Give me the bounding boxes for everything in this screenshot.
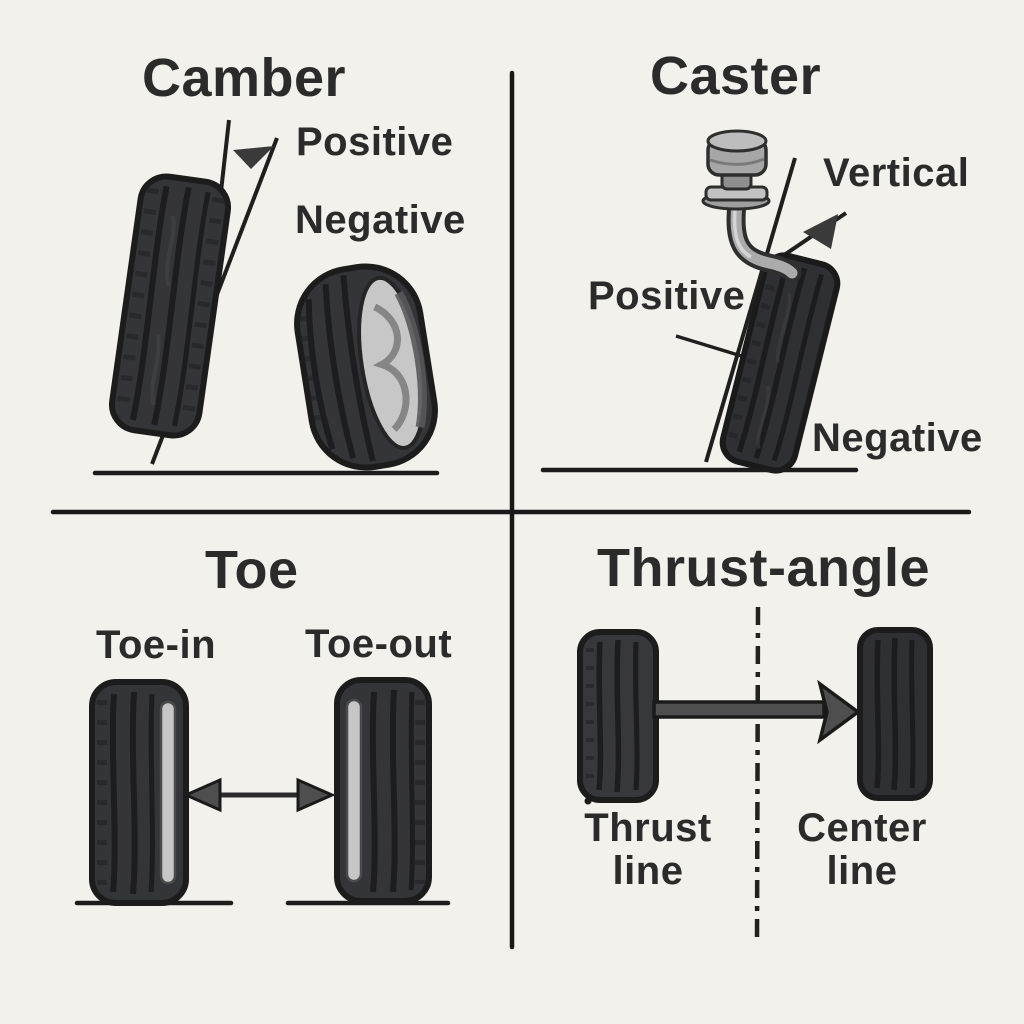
caster-tire bbox=[719, 252, 841, 474]
center-line-label: Center line bbox=[797, 806, 927, 893]
toe-right-tire bbox=[334, 677, 432, 904]
toe-in-label: Toe-in bbox=[96, 623, 217, 667]
thrust-line-label: Thrust line bbox=[584, 806, 712, 893]
thrust-angle-title: Thrust-angle bbox=[597, 538, 931, 598]
caster-vertical-label: Vertical bbox=[823, 151, 970, 195]
quadrant-dividers bbox=[50, 70, 972, 950]
stray-ink-dot bbox=[584, 797, 592, 805]
camber-positive-label: Positive bbox=[296, 120, 454, 164]
toe-title: Toe bbox=[205, 540, 299, 600]
caster-steering-axis-line bbox=[704, 157, 797, 463]
caster-figure bbox=[540, 129, 859, 474]
camber-figure bbox=[92, 119, 440, 476]
thrust-right-tire bbox=[857, 627, 933, 801]
toe-out-label: Toe-out bbox=[305, 622, 453, 666]
camber-angle-flag bbox=[233, 146, 274, 169]
caster-angle-flag bbox=[803, 214, 838, 249]
toe-double-arrow bbox=[182, 777, 336, 813]
thrust-left-tire bbox=[577, 629, 659, 803]
thrust-center-dash-line bbox=[754, 606, 761, 942]
caster-strut bbox=[701, 129, 802, 283]
camber-title: Camber bbox=[142, 48, 347, 108]
caster-title: Caster bbox=[650, 46, 822, 106]
caster-positive-label: Positive bbox=[588, 274, 746, 318]
camber-negative-label: Negative bbox=[295, 198, 466, 242]
thrust-figure bbox=[577, 606, 933, 942]
thrust-arrow bbox=[652, 679, 861, 745]
toe-left-tire bbox=[89, 679, 189, 906]
caster-negative-label: Negative bbox=[812, 416, 983, 460]
camber-negative-tire bbox=[294, 263, 438, 471]
toe-figure bbox=[74, 677, 451, 906]
camber-positive-tire bbox=[108, 173, 232, 439]
